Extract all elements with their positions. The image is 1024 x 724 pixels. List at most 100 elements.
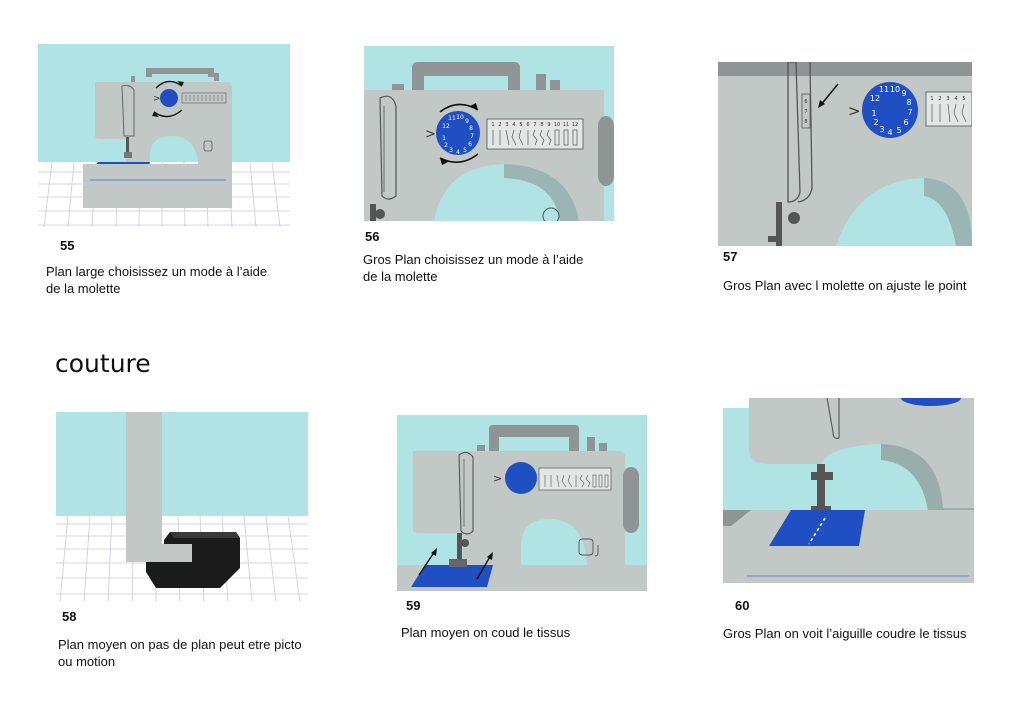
stitch-number: 8 (540, 122, 543, 128)
frame-56-caption: Gros Plan choisissez un mode à l’aide de… (363, 252, 584, 284)
fabric-sheet (769, 510, 865, 546)
rotation-arrow-bottom (153, 109, 183, 118)
machine-head (749, 398, 974, 508)
dial-number: 9 (465, 118, 469, 125)
dial-pointer: > (848, 102, 861, 120)
dial-number: 5 (463, 147, 467, 154)
carry-handle (412, 62, 520, 92)
thread-guide (379, 95, 397, 200)
stitch-number: 3 (505, 122, 508, 128)
stitch-number: 6 (526, 122, 529, 128)
dial-number: 12 (442, 123, 450, 130)
stitch-dial (160, 89, 178, 107)
dial-number: 7 (470, 133, 474, 140)
machine-base (83, 164, 232, 208)
stitch-patterns (492, 129, 578, 146)
presser-foot (124, 152, 132, 158)
frame-59-number: 59 (406, 598, 421, 613)
selector-marks: 6 7 8 (804, 99, 807, 125)
dial-number: 10 (456, 114, 464, 121)
stitch-patterns (931, 103, 967, 123)
feed-arrow-left (418, 550, 436, 576)
rotation-arrow-bottom (439, 153, 479, 163)
stitch-chart-numbers: 1 2 3 4 5 (930, 96, 965, 102)
dial-number: 1 (871, 109, 876, 118)
dial-number: 4 (456, 149, 460, 156)
stitch-number: 1 (491, 122, 494, 128)
stitch-number: 11 (563, 122, 569, 128)
dial-number: 9 (901, 89, 906, 98)
section-title: couture (55, 349, 151, 378)
needle-bar (457, 533, 462, 561)
machine-body (95, 82, 232, 164)
feed-arrow-right (476, 554, 492, 580)
pointing-arrow (819, 83, 839, 107)
frame-55-illustration: > (38, 44, 290, 227)
stitch-dial (901, 398, 961, 406)
dial-number: 10 (890, 85, 900, 94)
dial-number: 2 (444, 142, 448, 149)
needle-bar (126, 137, 129, 153)
frame-55-number: 55 (60, 238, 75, 253)
thread-guide (787, 62, 801, 203)
bobbin-cover (578, 538, 594, 556)
frame-58-caption: Plan moyen on pas de plan peut etre pict… (58, 637, 302, 669)
stitch-number: 2 (938, 96, 941, 102)
needle-bar (370, 204, 376, 221)
stitch-chart (486, 118, 584, 150)
thread-guide (826, 398, 840, 439)
frame-59-caption: Plan moyen on coud le tissus (401, 625, 571, 640)
stitch-dial (436, 111, 480, 155)
storyboard-frame-60 (723, 398, 974, 583)
dial-pointer: > (153, 94, 161, 104)
stitch-selector-window (801, 93, 811, 129)
stitch-number: 2 (498, 122, 501, 128)
cable-base (126, 544, 192, 562)
dial-number: 4 (887, 128, 892, 137)
sky-background (56, 412, 308, 516)
bobbin-cover (203, 140, 213, 152)
storyboard-frame-57: 6 7 8 > 1 2 3 4 5 6 7 8 9 10 11 12 1 2 3… (718, 62, 972, 246)
machine-top (718, 62, 972, 76)
stitch-number: 7 (533, 122, 536, 128)
selector-mark: 6 (804, 99, 807, 105)
stitch-patterns (544, 474, 609, 488)
thread-guide (458, 451, 474, 535)
stitch-number: 5 (962, 96, 965, 102)
presser-foot (449, 559, 467, 567)
dial-number: 7 (907, 108, 912, 117)
dial-number: 11 (879, 85, 889, 94)
handwheel (598, 116, 614, 186)
frame-59-illustration: > (397, 415, 647, 591)
cable-column (126, 412, 162, 562)
storyboard-frame-59: > (397, 415, 647, 591)
frame-60-illustration (723, 398, 974, 583)
frame-57-caption: Gros Plan avec l molette on ajuste le po… (723, 278, 967, 293)
dial-numbers: 1 2 3 4 5 6 7 8 9 10 11 12 (442, 114, 474, 156)
storyboard-frame-58 (56, 412, 308, 602)
dial-number: 1 (442, 135, 446, 142)
stitch-number: 3 (946, 96, 949, 102)
selector-mark: 7 (804, 109, 807, 115)
handwheel (623, 467, 639, 533)
dial-numbers: 1 2 3 4 5 6 7 8 9 10 11 12 (870, 85, 913, 137)
stitch-chart (925, 91, 972, 127)
dial-pointer: > (425, 127, 436, 142)
dial-number: 8 (469, 125, 473, 132)
stitch-number: 4 (954, 96, 957, 102)
stitch-number: 4 (512, 122, 515, 128)
dial-number: 5 (896, 126, 901, 135)
frame-60-caption: Gros Plan on voit l’aiguille coudre le t… (723, 626, 967, 641)
frame-58-illustration (56, 412, 308, 602)
dial-number: 3 (449, 147, 453, 154)
needle-bar (776, 202, 782, 246)
dial-number: 6 (468, 141, 472, 148)
stitch-number: 9 (547, 122, 550, 128)
dial-number: 6 (903, 118, 908, 127)
dial-number: 2 (873, 118, 878, 127)
storyboard-frame-56: > 1 2 3 4 5 6 7 8 9 10 11 12 1 2 3 4 5 6… (364, 46, 614, 221)
fabric-sheet (411, 565, 493, 587)
dial-pointer: > (493, 472, 502, 485)
frame-56-illustration: > 1 2 3 4 5 6 7 8 9 10 11 12 1 2 3 4 5 6… (364, 46, 614, 221)
stitch-number: 12 (572, 122, 578, 128)
